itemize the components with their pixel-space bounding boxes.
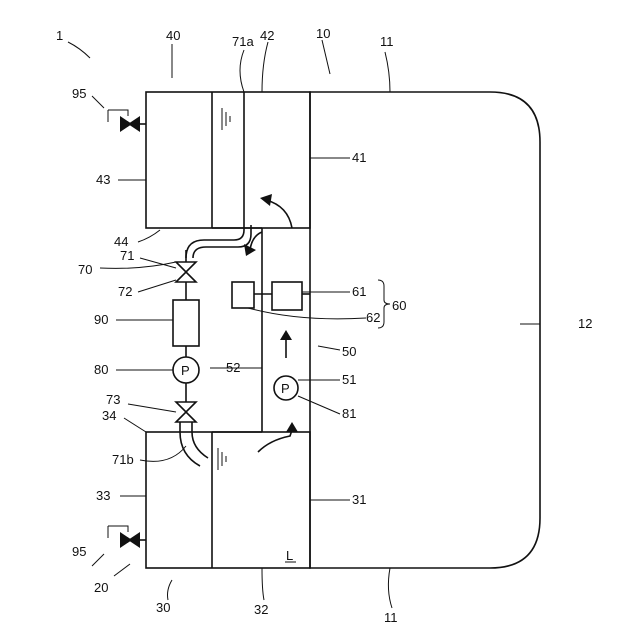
- label-42: 42: [260, 28, 274, 43]
- label-12: 12: [578, 316, 592, 331]
- label-50: 50: [342, 344, 356, 359]
- valve-72: [176, 262, 196, 282]
- upper-tank-40: [146, 92, 310, 228]
- label-70: 70: [78, 262, 92, 277]
- valve-73: [176, 402, 196, 422]
- label-33: 33: [96, 488, 110, 503]
- label-80: 80: [94, 362, 108, 377]
- label-72: 72: [118, 284, 132, 299]
- pipe-71b-inner: [192, 420, 208, 458]
- label-20: 20: [94, 580, 108, 595]
- pipe-71a-inner: [193, 225, 251, 258]
- label-60: 60: [392, 298, 406, 313]
- arrow-curve-lower: [258, 422, 298, 452]
- label-73: 73: [106, 392, 120, 407]
- label-81: 81: [342, 406, 356, 421]
- vent-valve-lower: [108, 526, 146, 548]
- label-71b: 71b: [112, 452, 134, 467]
- label-32: 32: [254, 602, 268, 617]
- label-51: 51: [342, 372, 356, 387]
- label-90: 90: [94, 312, 108, 327]
- label-43: 43: [96, 172, 110, 187]
- main-tank-outline: [310, 92, 540, 568]
- pipe-71b: [180, 420, 200, 466]
- label-41: 41: [352, 150, 366, 165]
- arrow-curve-upper: [260, 194, 292, 228]
- label-71a: 71a: [232, 34, 254, 49]
- corner-l-mark: L: [286, 548, 293, 563]
- label-40: 40: [166, 28, 180, 43]
- pipe-71a: [186, 92, 244, 258]
- pump-81-letter: P: [281, 381, 290, 396]
- label-71: 71: [120, 248, 134, 263]
- label-11-bottom: 11: [384, 610, 398, 625]
- pump-80-letter: P: [181, 363, 190, 378]
- vent-valve-upper: [108, 110, 146, 132]
- filter-90: [173, 300, 199, 346]
- label-30: 30: [156, 600, 170, 615]
- level-symbol-lower: [218, 448, 226, 470]
- label-95-bottom: 95: [72, 544, 86, 559]
- label-44: 44: [114, 234, 128, 249]
- label-31: 31: [352, 492, 366, 507]
- label-62: 62: [366, 310, 380, 325]
- sensor-62: [232, 282, 254, 308]
- label-10: 10: [316, 26, 330, 41]
- level-symbol-upper: [222, 108, 230, 130]
- label-52: 52: [226, 360, 240, 375]
- label-11-top: 11: [380, 34, 394, 49]
- label-61: 61: [352, 284, 366, 299]
- label-1: 1: [56, 28, 63, 43]
- sensor-61: [272, 282, 302, 310]
- arrow-up-duct: [280, 330, 292, 358]
- label-34: 34: [102, 408, 116, 423]
- label-95-top: 95: [72, 86, 86, 101]
